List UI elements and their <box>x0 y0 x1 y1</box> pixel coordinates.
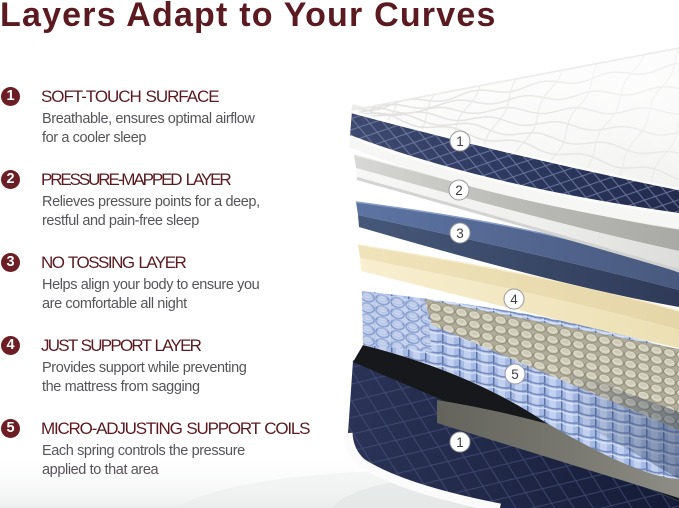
svg-text:1: 1 <box>456 435 464 450</box>
svg-text:1: 1 <box>456 134 464 149</box>
svg-text:4: 4 <box>510 292 518 307</box>
svg-text:3: 3 <box>456 226 464 241</box>
svg-text:5: 5 <box>511 367 519 382</box>
svg-text:2: 2 <box>455 183 463 198</box>
